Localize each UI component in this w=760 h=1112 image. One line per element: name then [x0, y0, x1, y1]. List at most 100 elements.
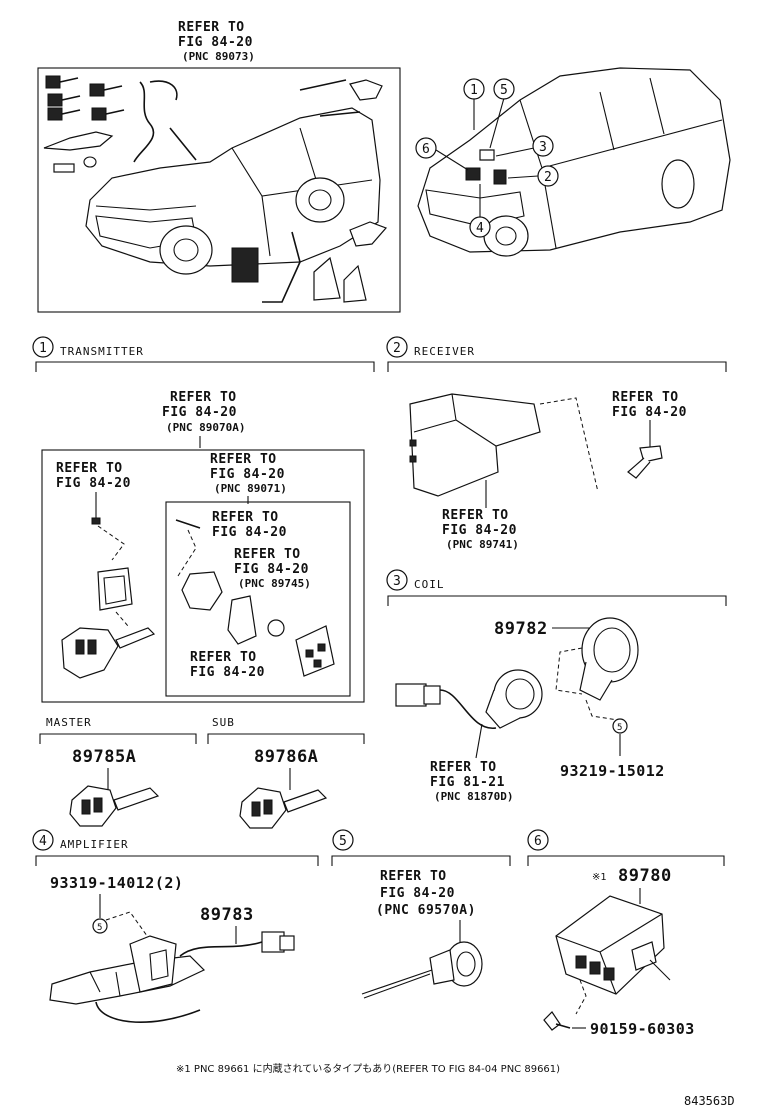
- battery: [267, 619, 285, 637]
- part-number: 93319-14012(2): [50, 874, 183, 892]
- svg-text:6: 6: [534, 834, 542, 849]
- part-number: 89780: [618, 866, 672, 886]
- section-number-badge: [32, 829, 54, 851]
- button-pad: [295, 625, 335, 677]
- overview-right: 1 5 6 3 2 4: [415, 67, 731, 257]
- ref-label: REFER TO: [178, 20, 245, 35]
- svg-text:REFER TO: REFER TO: [212, 510, 279, 525]
- svg-text:1: 1: [39, 341, 47, 356]
- svg-text:REFER TO: REFER TO: [210, 452, 277, 467]
- sub-key: [239, 787, 287, 829]
- section-number-badge: [332, 829, 354, 851]
- callout-1: 1: [463, 78, 485, 100]
- svg-text:FIG 84-20: FIG 84-20: [210, 467, 285, 482]
- overview-frame: [37, 67, 401, 313]
- section-label: AMPLIFIER: [60, 838, 129, 851]
- receiver-unit: [409, 393, 541, 497]
- section-five: 5 REFER TO FIG 84-20 (PNC 69570A): [331, 829, 511, 999]
- svg-text:(PNC 69570A): (PNC 69570A): [376, 903, 476, 918]
- wire-harness: [133, 80, 178, 163]
- part-number: 89783: [200, 905, 254, 925]
- section-label: TRANSMITTER: [60, 345, 144, 358]
- svg-text:FIG 84-20: FIG 84-20: [234, 562, 309, 577]
- svg-text:REFER TO: REFER TO: [612, 390, 679, 405]
- svg-text:2: 2: [544, 170, 552, 185]
- svg-text:1: 1: [470, 83, 478, 98]
- transmitter-cover: [227, 595, 257, 645]
- footnote-mark: ※1: [592, 872, 606, 883]
- transmitter-frame: [41, 449, 365, 703]
- svg-text:(PNC 81870D): (PNC 81870D): [434, 790, 513, 803]
- svg-text:4: 4: [476, 221, 484, 236]
- section-label: RECEIVER: [414, 345, 475, 358]
- svg-text:FIG 84-20: FIG 84-20: [190, 665, 265, 680]
- svg-text:REFER TO: REFER TO: [430, 760, 497, 775]
- callout-3: 3: [532, 135, 554, 157]
- footnote: ※1 PNC 89661 に内蔵されているタイプもあり(REFER TO FIG…: [176, 1062, 560, 1075]
- bolt-icon: [543, 1011, 561, 1031]
- master-key: [69, 785, 117, 827]
- section-number-badge: [32, 336, 54, 358]
- svg-text:6: 6: [422, 142, 430, 157]
- svg-text:5: 5: [339, 834, 347, 849]
- part-number: 93219-15012: [560, 762, 665, 780]
- sensor-lead: [361, 969, 433, 999]
- callout-6: 6: [415, 137, 437, 159]
- section-number-badge: [386, 569, 408, 591]
- ref-label: (PNC 89073): [182, 50, 255, 63]
- svg-text:4: 4: [39, 834, 47, 849]
- transmitter-board: [181, 571, 223, 611]
- key-icons: [43, 75, 125, 173]
- section-sub: SUB 89786A: [207, 716, 365, 829]
- ref-label: FIG 84-20: [178, 35, 253, 50]
- svg-text:REFER TO: REFER TO: [442, 508, 509, 523]
- callout-4: 4: [469, 216, 491, 238]
- amplifier-bracket: [49, 955, 206, 1005]
- svg-text:(PNC 89741): (PNC 89741): [446, 538, 519, 551]
- svg-text:FIG 81-21: FIG 81-21: [430, 775, 505, 790]
- svg-text:REFER TO: REFER TO: [190, 650, 257, 665]
- svg-text:FIG 84-20: FIG 84-20: [612, 405, 687, 420]
- section-six: 6 ※1 89780 90159-60303: [527, 829, 725, 1038]
- section-label: SUB: [212, 716, 235, 729]
- connector: [395, 683, 427, 707]
- callout-2: 2: [537, 165, 559, 187]
- amplifier-wire: [179, 941, 263, 957]
- svg-text:(PNC 89070A): (PNC 89070A): [166, 421, 245, 434]
- svg-text:REFER TO: REFER TO: [56, 461, 123, 476]
- lock-cylinder: [349, 79, 383, 101]
- svg-text:FIG 84-20: FIG 84-20: [56, 476, 131, 491]
- drawing-id: 843563D: [684, 1094, 735, 1108]
- transmitter-inner-frame: [165, 501, 351, 697]
- svg-text:FIG 84-20: FIG 84-20: [162, 405, 237, 420]
- section-label: COIL: [414, 578, 445, 591]
- callout-5: 5: [493, 78, 515, 100]
- vehicle-left: [85, 79, 388, 303]
- section-master: MASTER 89785A: [39, 716, 197, 827]
- screw-icon: [639, 445, 663, 463]
- part-number: 89786A: [254, 747, 318, 767]
- svg-text:5: 5: [500, 83, 508, 98]
- svg-text:(PNC 89745): (PNC 89745): [238, 577, 311, 590]
- svg-text:REFER TO: REFER TO: [234, 547, 301, 562]
- svg-text:FIG 84-20: FIG 84-20: [380, 886, 455, 901]
- key-case: [97, 567, 133, 611]
- section-number-badge: [527, 829, 549, 851]
- svg-text:(PNC 89071): (PNC 89071): [214, 482, 287, 495]
- svg-text:REFER TO: REFER TO: [170, 390, 237, 405]
- svg-text:5: 5: [617, 723, 622, 733]
- svg-text:5: 5: [97, 923, 102, 933]
- svg-text:REFER TO: REFER TO: [380, 869, 447, 884]
- part-number: 89782: [494, 619, 548, 639]
- section-number-badge: [386, 336, 408, 358]
- part-number: 89785A: [72, 747, 136, 767]
- section-label: MASTER: [46, 716, 92, 729]
- section-amplifier: 4 AMPLIFIER 93319-14012(2) 5 89783: [32, 829, 319, 1023]
- svg-text:2: 2: [393, 341, 401, 356]
- svg-text:3: 3: [539, 140, 547, 155]
- overview-left: REFER TO FIG 84-20 (PNC 89073): [37, 20, 401, 313]
- section-transmitter: 1 TRANSMITTER REFER TO FIG 84-20 (PNC 89…: [32, 336, 375, 703]
- part-number: 90159-60303: [590, 1020, 695, 1038]
- section-coil: 3 COIL 89782 5 93219-15012 REFER TO FIG …: [386, 569, 727, 803]
